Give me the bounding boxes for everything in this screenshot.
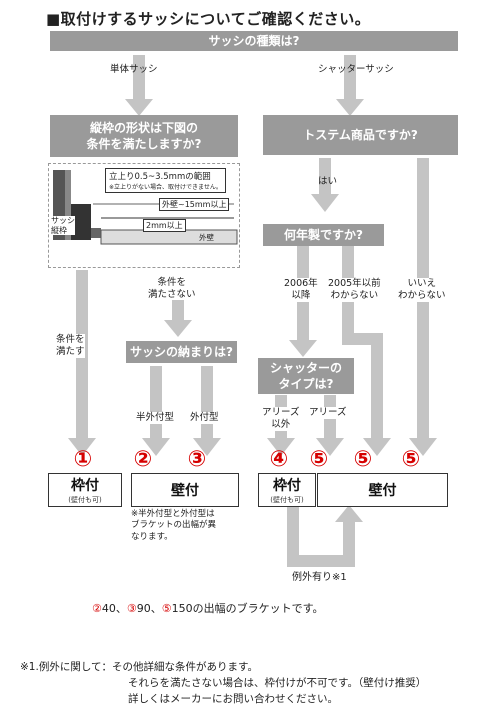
arrow-2005 [342,246,383,440]
page-title: ■取付けするサッシについてご確認ください。 [46,10,371,28]
result-frame-mount-left-sub: (壁付も可) [68,496,102,504]
label-sash-frame: サッシ 縦枠 [51,216,75,236]
circle-4: ④ [269,447,289,472]
result-wall-mount-left: 壁付 [131,473,239,507]
result-wall-mount-right-label: 壁付 [368,483,397,499]
label-after-2006: 2006年 以降 [284,278,318,302]
q1-sash-type: サッシの種類は? [50,31,458,51]
label-outer: 外付型 [190,412,219,424]
arrow-half-outer-head [142,438,170,456]
arrow-outer [201,366,213,440]
label-aries: アリーズ [309,407,347,419]
spec-rise-range: 立上り0.5~3.5mmの範囲 [109,172,211,182]
circle-2: ② [133,447,153,472]
arrow-no-head [409,438,437,456]
circle-1: ① [73,447,93,472]
spec-2mm: 2mm以上 [143,219,186,232]
arrow-aries-head [316,438,344,456]
result-wall-mount-left-label: 壁付 [171,483,199,499]
bracket-note-circle-5: ⑤ [161,602,172,615]
q5-shutter-type: シャッターの タイプは? [258,358,354,394]
result-frame-mount-right-label: 枠付 [273,478,301,494]
result-frame-mount-left-label: 枠付 [71,478,99,494]
label-satisfied: 条件を 満たす [56,334,85,358]
arrow-right-head [336,99,364,116]
label-yes: はい [318,176,338,187]
result-frame-mount-left: 枠付 (壁付も可) [48,473,122,507]
circle-5a: ⑤ [309,447,329,472]
spec-rise-note: ※立上りがない場合、取付けできません。 [109,184,222,191]
label-exception: 例外有り※1 [292,572,347,583]
label-before-2005: 2005年以前 わからない [328,278,381,302]
arrow-satisfy-head [68,438,96,456]
circle-5b: ⑤ [353,447,373,472]
bracket-note-value-5: 150の出幅のブラケットです。 [171,602,324,615]
bracket-note-value-3: 90、 [136,602,162,615]
footer-line-1: ※1.例外に関して：その他詳細な条件があります。 [20,661,258,673]
arrow-yes-head [311,194,339,212]
bracket-note-circle-3: ③ [126,602,137,615]
arrow-not-satisfy-head [164,320,192,337]
q2-tostem: トステム商品ですか? [263,115,458,155]
q4-sash-fit: サッシの納まりは? [126,341,237,363]
label-outer-wall: 外壁 [199,233,214,242]
arrow-2005-head [363,438,391,456]
bracket-note-value-2: 40、 [101,602,127,615]
branch-single-sash: 単体サッシ [110,64,158,75]
arrow-exception-head [335,505,363,522]
arrow-2006-head [289,340,317,357]
spec-outer-wall: 外壁~15mm以上 [159,198,230,211]
q2-frame-shape: 縦枠の形状は下図の 条件を満たしますか? [50,115,238,157]
arrow-not-satisfy [172,300,184,322]
result-frame-mount-right: 枠付 (壁付も可) [258,473,316,507]
arrow-left-head [125,99,153,116]
label-aries-except: アリーズ 以外 [262,407,300,431]
arrow-half-outer [150,366,162,440]
label-no-unknown: いいえ わからない [398,278,446,302]
arrow-exception-loop [287,505,355,567]
footer-line-2: それらを満たさない場合は、枠付けが不可です。（壁付け推奨） [128,677,427,689]
label-not-satisfied: 条件を 満たさない [148,277,196,300]
arrow-yes [319,158,331,196]
arrow-right-down [344,55,356,100]
bracket-note-circle-2: ② [92,602,102,615]
circle-5c: ⑤ [401,447,421,472]
frame-diagram: 立上り0.5~3.5mmの範囲 ※立上りがない場合、取付けできません。 外壁~1… [48,163,240,268]
label-half-outer: 半外付型 [136,412,175,424]
bracket-difference-note: ※半外付型と外付型は ブラケットの出幅が異 なります。 [131,509,217,542]
arrow-aries-except-head [267,438,295,456]
bracket-width-note: ②40、③90、⑤150の出幅のブラケットです。 [92,600,324,616]
branch-shutter-sash: シャッターサッシ [318,64,394,75]
arrow-outer-head [193,438,221,456]
arrow-left-down [133,55,145,100]
circle-3: ③ [187,447,207,472]
result-frame-mount-right-sub: (壁付も可) [270,496,304,504]
result-wall-mount-right: 壁付 [317,473,448,507]
footer-line-3: 詳しくはメーカーにお問い合わせください。 [128,693,338,705]
spec-box: 立上り0.5~3.5mmの範囲 ※立上りがない場合、取付けできません。 [105,168,226,193]
q3-year: 何年製ですか? [263,224,384,246]
